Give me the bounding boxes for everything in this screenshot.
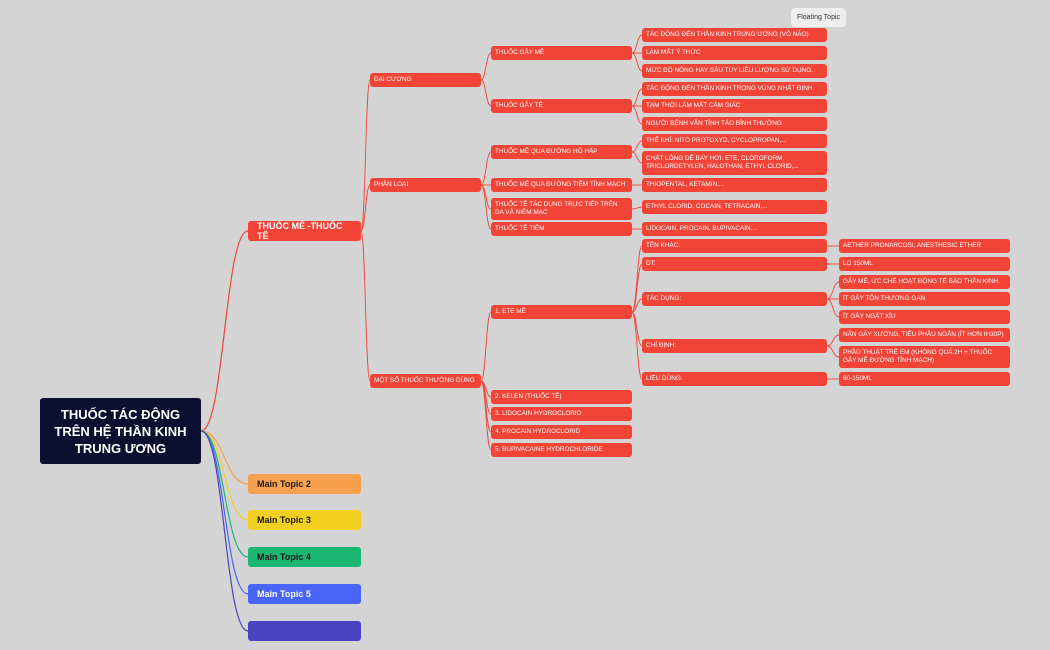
connector-branch-mot-so-thuoc xyxy=(360,230,371,382)
connector-node-pl-ho-hap xyxy=(480,151,492,186)
connector-leaf-ete-td-3 xyxy=(826,298,840,318)
leaf-te-1[interactable]: TÁC ĐỘNG ĐẾN THẦN KINH TRONG VÙNG NHẤT Đ… xyxy=(642,82,827,96)
main-topic-label: Main Topic 3 xyxy=(257,515,311,525)
connector-main-topic-5 xyxy=(200,430,249,595)
central-topic[interactable]: THUỐC TÁC ĐỘNG TRÊN HỆ THẦN KINH TRUNG Ư… xyxy=(40,398,201,464)
leaf-te-2[interactable]: TẠM THỜI LÀM MẤT CẢM GIÁC xyxy=(642,99,827,113)
node-ete-lieu-dung[interactable]: LIỀU DÙNG: xyxy=(642,372,827,386)
connector-node-ete-chi-dinh xyxy=(631,311,643,347)
leaf-pl-4a[interactable]: LIDOCAIN, PROCAIN, BUPIVACAIN,... xyxy=(642,222,827,236)
leaf-me-1[interactable]: TÁC ĐỘNG ĐẾN THẦN KINH TRUNG ƯƠNG (VỎ NÃ… xyxy=(642,28,827,42)
connector-leaf-me-1 xyxy=(631,34,643,54)
main-topic-3[interactable]: Main Topic 3 xyxy=(248,510,361,530)
node-ete-me[interactable]: 1. ETE MÊ xyxy=(491,305,632,319)
main-topic-4[interactable]: Main Topic 4 xyxy=(248,547,361,567)
node-pl-da-niem-mac[interactable]: THUỐC TÊ TÁC DỤNG TRỰC TIẾP TRÊN DA VÀ N… xyxy=(491,198,632,220)
leaf-pl-1b[interactable]: CHẤT LỎNG DỄ BAY HƠI: ETE, CLOROFORM, TR… xyxy=(642,151,827,175)
connector-main-topic-3 xyxy=(200,430,249,521)
connector-main-topic-4 xyxy=(200,430,249,558)
node-pl-te-tiem[interactable]: THUỐC TÊ TIÊM xyxy=(491,222,632,236)
connector-main-topic-6 xyxy=(200,430,249,632)
connector-node-lidocain xyxy=(480,380,492,415)
leaf-ete-dt[interactable]: LỌ 150ML xyxy=(839,257,1010,271)
connector-node-pl-da-niem-mac xyxy=(480,184,492,210)
connector-leaf-me-3 xyxy=(631,52,643,72)
connector-node-kelen xyxy=(480,380,492,398)
main-topic-5[interactable]: Main Topic 5 xyxy=(248,584,361,604)
connector-node-ete-me xyxy=(480,311,492,382)
floating-topic[interactable]: Floating Topic xyxy=(791,8,846,27)
connector-branch-phan-loai xyxy=(360,184,371,232)
connector-leaf-te-1 xyxy=(631,88,643,107)
connector-node-bupivacaine xyxy=(480,380,492,451)
connector-main-topic-thuoc-me-thuoc-te xyxy=(200,230,249,432)
leaf-me-2[interactable]: LÀM MẤT Ý THỨC xyxy=(642,46,827,60)
leaf-ete-td-1[interactable]: GÂY MÊ, ỨC CHẾ HOẠT ĐỘNG TẾ BÀO THẦN KIN… xyxy=(839,275,1010,289)
branch-dai-cuong[interactable]: ĐẠI CƯƠNG xyxy=(370,73,481,87)
node-bupivacaine[interactable]: 5. BUPIVACAINE HYDROCHLORIDE xyxy=(491,443,632,457)
leaf-ete-lieu-dung[interactable]: 60-150ML xyxy=(839,372,1010,386)
connector-leaf-te-3 xyxy=(631,105,643,125)
leaf-ete-td-3[interactable]: ÍT GÂY NGẤT XỈU xyxy=(839,310,1010,324)
connector-node-ete-ten-khac xyxy=(631,245,643,313)
node-ete-ten-khac[interactable]: TÊN KHÁC: xyxy=(642,239,827,253)
connector-leaf-ete-td-1 xyxy=(826,281,840,300)
main-topic-label: Main Topic 5 xyxy=(257,589,311,599)
branch-mot-so-thuoc[interactable]: MỘT SỐ THUỐC THƯỜNG DÙNG xyxy=(370,374,481,388)
node-kelen[interactable]: 2. KELEN (THUỐC TÊ) xyxy=(491,390,632,404)
leaf-ete-cd-1[interactable]: NẮN GÃY XƯƠNG, TIỂU PHẪU NGẮN (ÍT HƠN IH… xyxy=(839,328,1010,342)
node-pl-tinh-mach[interactable]: THUỐC MÊ QUA ĐƯỜNG TIÊM TĨNH MẠCH xyxy=(491,178,632,192)
connector-leaf-pl-3a xyxy=(631,206,643,210)
connector-node-thuoc-gay-te xyxy=(480,79,492,107)
node-thuoc-gay-me[interactable]: THUỐC GÂY MÊ xyxy=(491,46,632,60)
leaf-me-3[interactable]: MỨC ĐỘ NÔNG HAY SÂU TÙY LIỀU LƯỢNG SỬ DỤ… xyxy=(642,64,827,78)
leaf-pl-3a[interactable]: ETHYL CLORID, COCAIN, TETRACAIN,... xyxy=(642,200,827,214)
main-topic-thuoc-me-thuoc-te[interactable]: THUỐC MÊ -THUỐC TÊ xyxy=(248,221,361,241)
node-procain[interactable]: 4. PROCAIN HYDROCLORID xyxy=(491,425,632,439)
leaf-ete-ten-khac[interactable]: AETHER PRONARCOSI, ANESTHESIC ETHER xyxy=(839,239,1010,253)
node-ete-dt[interactable]: DT: xyxy=(642,257,827,271)
connector-leaf-ete-cd-2 xyxy=(826,345,840,358)
connector-node-thuoc-gay-me xyxy=(480,52,492,81)
leaf-pl-1a[interactable]: THỂ KHÍ: NITO PROTOXYD, CYCLOPROPAN,... xyxy=(642,134,827,148)
branch-phan-loai[interactable]: PHÂN LOẠI xyxy=(370,178,481,192)
connector-node-ete-tac-dung xyxy=(631,298,643,313)
leaf-ete-td-2[interactable]: ÍT GÂY TỔN THƯƠNG GAN xyxy=(839,292,1010,306)
main-topic-label: Main Topic 2 xyxy=(257,479,311,489)
leaf-te-3[interactable]: NGƯỜI BỆNH VẪN TỈNH TÁO BÌNH THƯỜNG xyxy=(642,117,827,131)
node-pl-ho-hap[interactable]: THUỐC MÊ QUA ĐƯỜNG HÔ HẤP xyxy=(491,145,632,159)
connector-node-ete-lieu-dung xyxy=(631,311,643,380)
main-topic-2[interactable]: Main Topic 2 xyxy=(248,474,361,494)
connector-leaf-pl-1b xyxy=(631,151,643,164)
node-ete-chi-dinh[interactable]: CHỈ ĐỊNH: xyxy=(642,339,827,353)
connector-node-procain xyxy=(480,380,492,433)
connector-leaf-ete-cd-1 xyxy=(826,334,840,347)
connector-branch-dai-cuong xyxy=(360,79,371,232)
node-lidocain[interactable]: 3. LIDOCAIN HYDROCLORID xyxy=(491,407,632,421)
node-thuoc-gay-te[interactable]: THUỐC GÂY TÊ xyxy=(491,99,632,113)
connector-node-ete-dt xyxy=(631,263,643,313)
connector-node-pl-te-tiem xyxy=(480,184,492,230)
node-ete-tac-dung[interactable]: TÁC DỤNG: xyxy=(642,292,827,306)
leaf-ete-cd-2[interactable]: PHẪU THUẬT TRẺ EM (KHÔNG QUÁ 2H + THUỐC … xyxy=(839,346,1010,368)
main-topic-6[interactable] xyxy=(248,621,361,641)
main-topic-label: Main Topic 4 xyxy=(257,552,311,562)
leaf-pl-2a[interactable]: THIOPENTAL, KETAMIN,... xyxy=(642,178,827,192)
main-topic-label: THUỐC MÊ -THUỐC TÊ xyxy=(257,221,343,241)
connector-main-topic-2 xyxy=(200,430,249,485)
connector-leaf-pl-1a xyxy=(631,140,643,153)
